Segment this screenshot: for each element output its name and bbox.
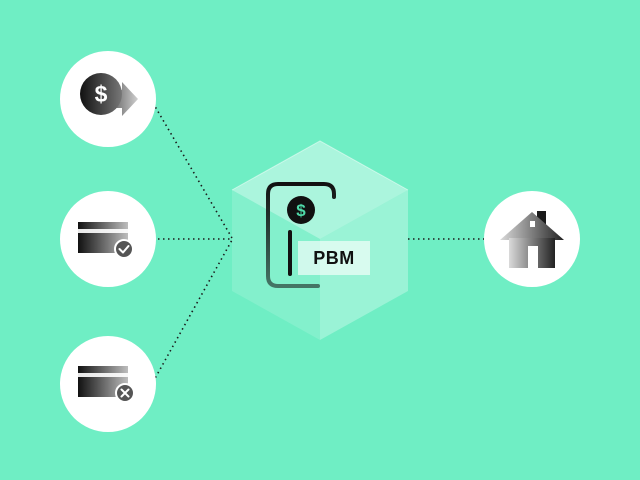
wallet-dollar-icon: $ <box>266 182 336 288</box>
dollar-arrow-icon: $ <box>80 73 138 116</box>
card-x-icon <box>78 366 135 403</box>
svg-text:$: $ <box>296 201 306 220</box>
pbm-label: PBM <box>313 247 355 268</box>
connectors <box>152 102 484 383</box>
connector-card-declined <box>152 239 233 383</box>
svg-text:$: $ <box>95 81 108 107</box>
pbm-cube <box>231 140 409 340</box>
cube-left-face <box>232 190 320 340</box>
connector-payment <box>152 102 233 239</box>
card-check-icon <box>78 222 134 259</box>
pbm-label-box <box>298 241 370 275</box>
house-icon <box>500 211 564 268</box>
